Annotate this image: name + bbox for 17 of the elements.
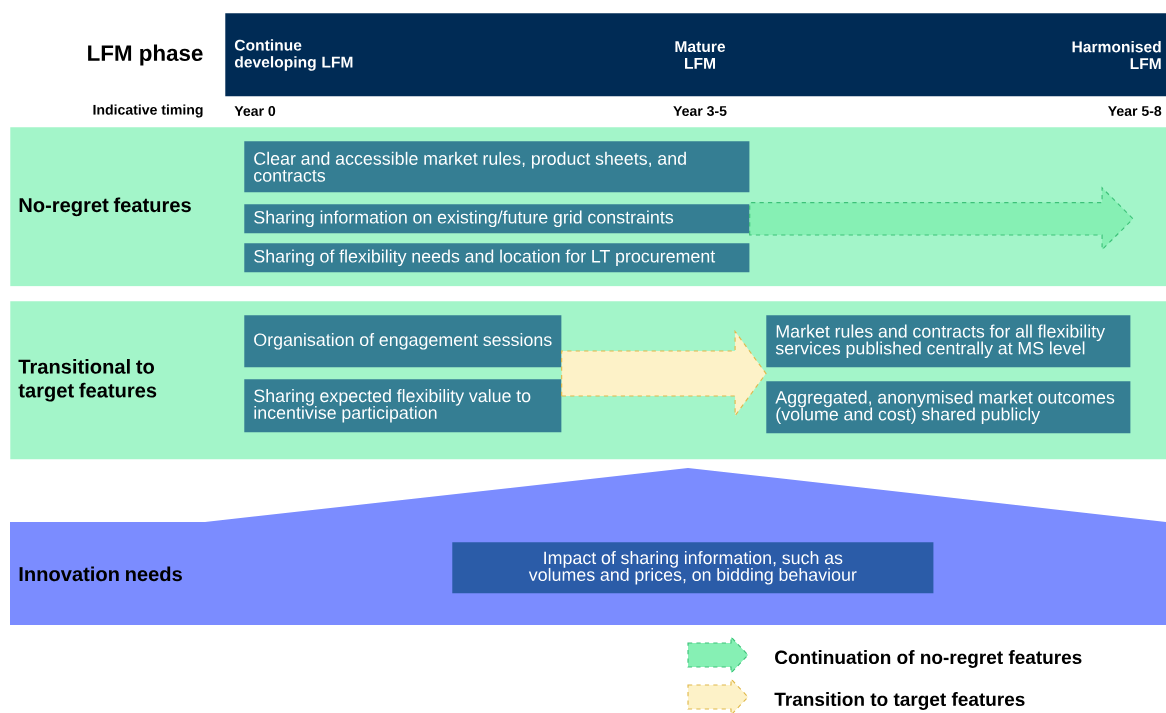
label: Year 3-5 xyxy=(673,106,727,116)
text-box: Aggregated, anonymised market outcomes (volume and cost) shared publicly xyxy=(766,381,1131,434)
phase-banner: Continue developing LFM Mature LFM Harmonised LFM xyxy=(225,13,1166,97)
label: Indicative timing xyxy=(93,104,203,118)
legend-label: Transition to target features xyxy=(774,692,1025,710)
text-box: Sharing expected flexibility value to incentivise participation xyxy=(244,379,562,433)
legend-label: Continuation of no-regret features xyxy=(775,650,1082,668)
label: LFM phase xyxy=(88,44,203,66)
text-box: Clear and accessible market rules, product sheets, and contracts xyxy=(244,141,750,193)
block-arrow xyxy=(749,186,1134,252)
block-arrow xyxy=(561,329,767,418)
text-box: Organisation of engagement sessions xyxy=(244,315,562,368)
text-box: Impact of sharing information, such as volumes and prices, on bidding behaviour xyxy=(452,542,934,594)
text-box: Market rules and contracts for all flexibility services published centrally at MS level xyxy=(766,315,1131,368)
label: Year 0 xyxy=(234,106,276,116)
text-box: Sharing information on existing/future grid constraints xyxy=(244,204,750,234)
text-box: Sharing of flexibility needs and location for LT procurement xyxy=(244,243,750,273)
